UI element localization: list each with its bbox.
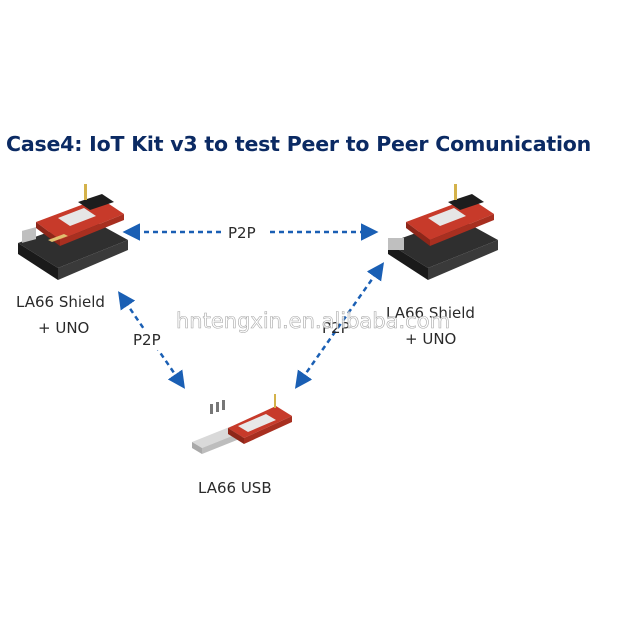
left-p2p-label: P2P bbox=[133, 331, 161, 349]
diagram-title: Case4: IoT Kit v3 to test Peer to Peer C… bbox=[6, 132, 592, 156]
arrow-right-p2p bbox=[294, 262, 385, 389]
right-board-label-line2: + UNO bbox=[405, 330, 456, 348]
right-p2p-label: P2P bbox=[322, 319, 350, 337]
watermark-text: hntengxin.en.alibaba.com bbox=[176, 309, 450, 333]
right-board-image bbox=[388, 184, 498, 280]
right-board-label-line1: LA66 Shield bbox=[386, 304, 475, 322]
left-board-label-line2: + UNO bbox=[38, 319, 89, 337]
left-board-image bbox=[18, 184, 128, 280]
left-board-label-line1: LA66 Shield bbox=[16, 293, 105, 311]
top-p2p-label: P2P bbox=[228, 224, 256, 242]
usb-dongle-image bbox=[192, 394, 292, 454]
usb-label: LA66 USB bbox=[198, 479, 272, 497]
